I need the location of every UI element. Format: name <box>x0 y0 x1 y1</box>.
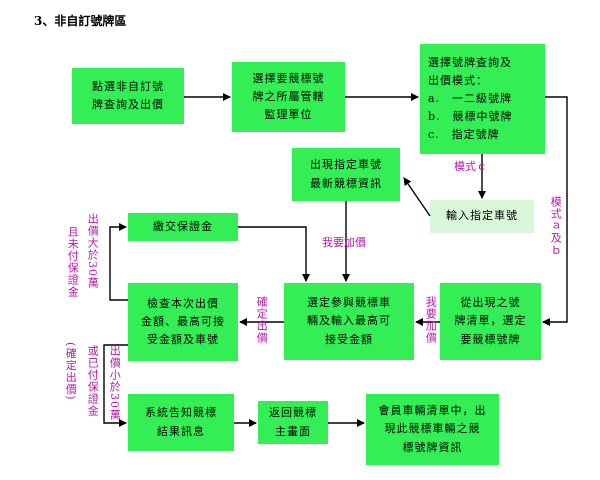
choose-plate-from-list-box: 從出現之號 牌清單，選定 要競標號牌 <box>440 283 541 360</box>
bid-result-message-box: 系統告知競標 結果訊息 <box>128 394 234 451</box>
unpaid-deposit-label: 且未付保證金 <box>66 226 80 298</box>
select-query-mode-box: 選擇號牌查詢及 出價模式： a. 一二級號牌 b. 競標中號牌 c. 指定號牌 <box>420 44 545 154</box>
return-main-screen-box: 返回競標 主畫面 <box>258 401 328 444</box>
check-bid-amount-box: 檢查本次出價 金額、最高可接 受金額及車號 <box>128 283 238 361</box>
latest-bid-info-box: 出現指定車號 最新競標資訊 <box>292 148 400 201</box>
bid-increase-label-2: 我要加價 <box>424 296 438 344</box>
arrow-n6-n8 <box>238 226 310 282</box>
paid-deposit-label: 或已付保證金 <box>86 345 100 417</box>
over-30-label: 出價大於30萬 <box>86 213 100 289</box>
enter-plate-number-box: 輸入指定車號 <box>430 200 534 233</box>
confirm-bid-paren-label: (確定出價) <box>64 342 78 401</box>
arrow-n9-n10 <box>103 344 128 427</box>
page-title: 3、非自訂號牌區 <box>34 14 127 28</box>
select-jurisdiction-box: 選擇要競標號 牌之所屬管轄 監理單位 <box>232 62 345 132</box>
vehicle-list-info-box: 會員車輛清單中，出 現此競標車輛之競 標號牌資訊 <box>366 394 499 465</box>
select-vehicle-enter-max-box: 選定參與競標車 輛及輸入最高可 接受金額 <box>284 283 414 360</box>
confirm-bid-label: 確定出價 <box>255 296 269 344</box>
under-30-label: 出價小於30萬 <box>108 345 122 421</box>
arrow-n3-n7 <box>542 96 568 326</box>
arrow-n9-n6 <box>109 223 128 301</box>
mode-ab-label: 模式ａ及ｂ <box>549 196 563 256</box>
arrow-n5-n4 <box>403 177 431 217</box>
select-non-custom-plate-box: 點選非自訂號 牌查詢及出價 <box>72 68 184 124</box>
mode-c-label: 模式ｃ <box>454 160 487 173</box>
pay-deposit-box: 繳交保證金 <box>128 213 238 241</box>
bid-increase-label-1: 我要加價 <box>322 236 366 249</box>
